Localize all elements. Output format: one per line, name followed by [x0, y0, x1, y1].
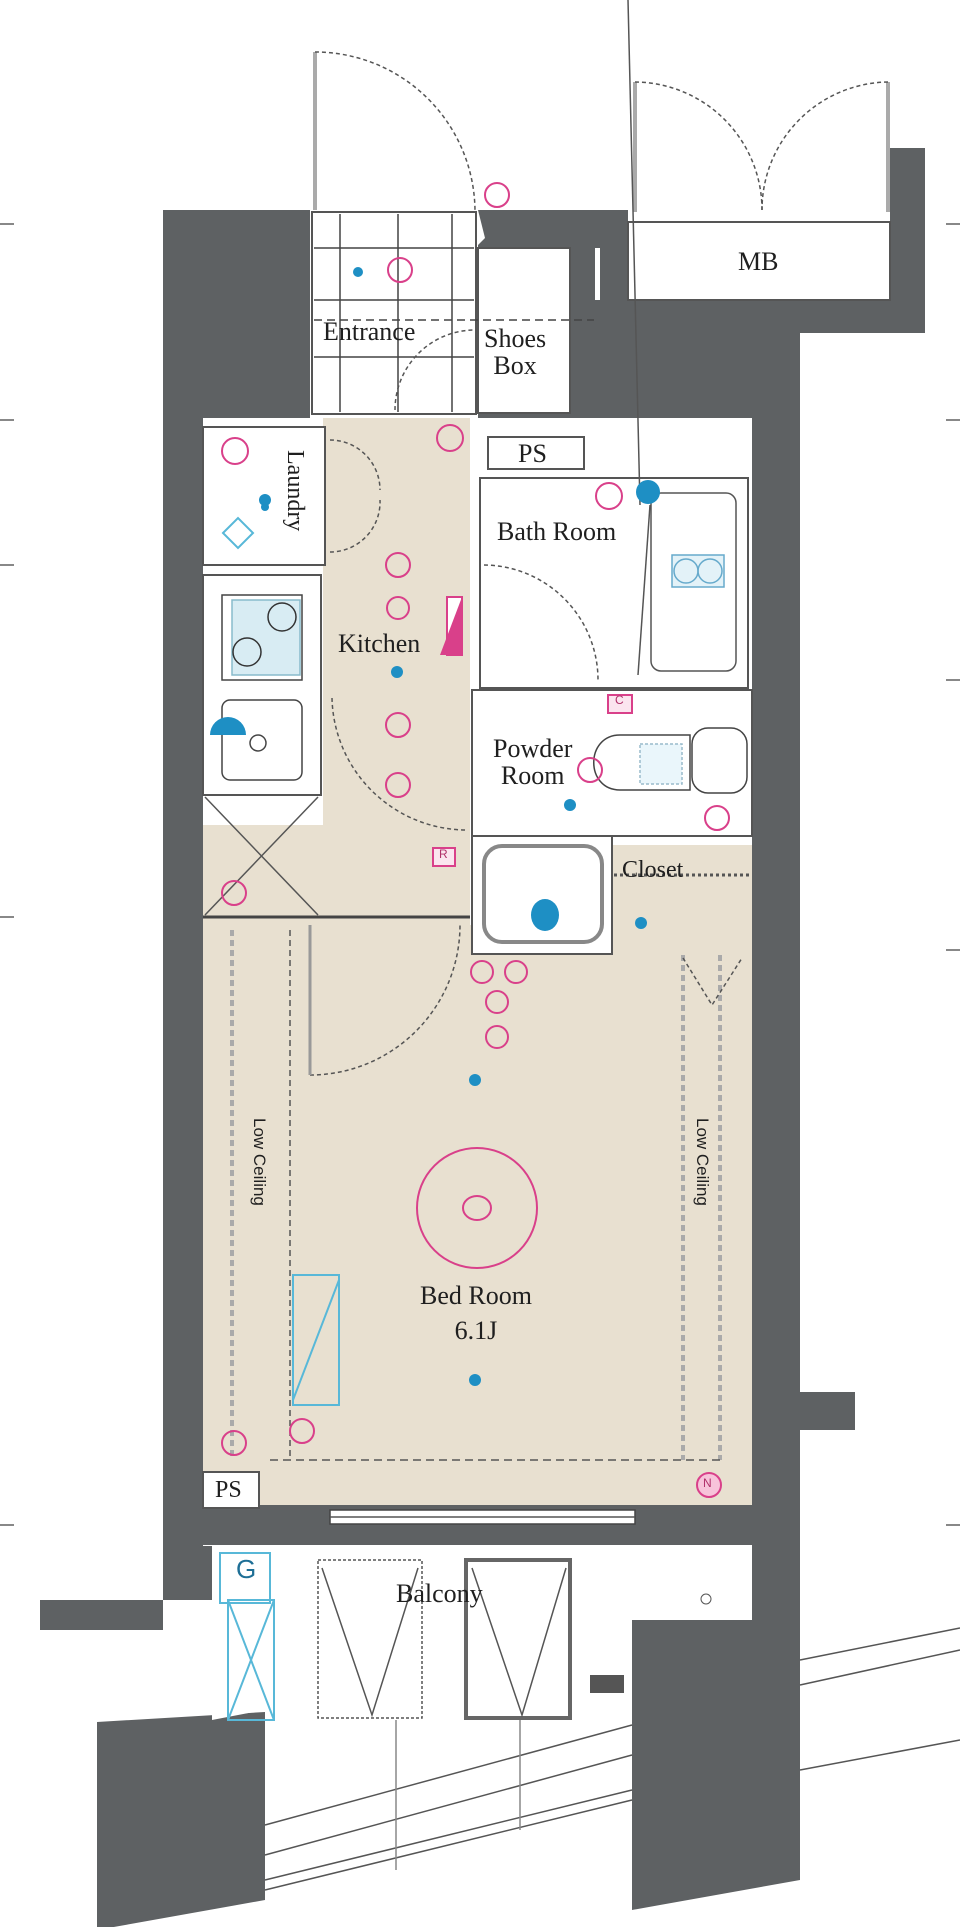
room-label-closet: Closet [622, 857, 684, 883]
shoes-box-line2: Box [493, 351, 537, 381]
room-label-entrance: Entrance [323, 317, 416, 346]
room-label-low-ceiling-right: Low Ceiling [692, 1118, 712, 1206]
room-label-shoes-box: Shoes Box [484, 325, 546, 380]
cyan-equipment [219, 516, 340, 1721]
gas-meter-label: G [236, 1554, 257, 1584]
n-outlet-label: N [703, 1476, 712, 1490]
bed-room-area: 6.1J [454, 1316, 498, 1346]
ceiling-light [416, 1147, 538, 1269]
room-label-ps-top: PS [518, 439, 547, 468]
room-label-kitchen: Kitchen [338, 629, 421, 658]
entrance-tile-grid [314, 214, 594, 412]
room-label-bath-room: Bath Room [497, 517, 617, 546]
door-swings [203, 0, 960, 1891]
drain-grate [590, 1675, 624, 1693]
room-label-laundry: Laundry [282, 450, 309, 532]
light-fixtures [259, 267, 712, 1605]
dimension-ticks [0, 223, 960, 1526]
room-label-ps-bottom: PS [215, 1477, 242, 1503]
electric-outlets [221, 182, 730, 1498]
bed-room-name: Bed Room [420, 1281, 532, 1310]
powder-room-line1: Powder [493, 734, 573, 763]
kitchen-equipment [210, 503, 748, 944]
room-label-low-ceiling-left: Low Ceiling [249, 1118, 269, 1206]
powder-room-line2: Room [500, 761, 565, 791]
room-label-bed-room: Bed Room 6.1J [420, 1282, 532, 1345]
powder-room-tag: C [615, 693, 624, 707]
kitchen-tag: R [439, 847, 448, 861]
room-label-mb: MB [738, 247, 779, 276]
room-label-balcony: Balcony [396, 1579, 483, 1608]
room-label-powder-room: Powder Room [493, 735, 572, 790]
shoes-box-line1: Shoes [484, 324, 547, 353]
